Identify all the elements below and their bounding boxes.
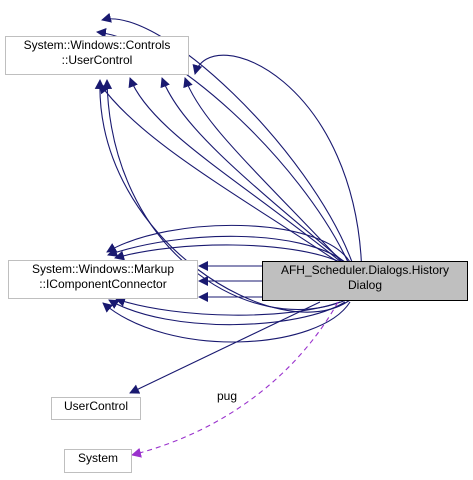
edge-to-usercontrol-full-3	[160, 77, 345, 263]
node-history-dialog[interactable]: AFH_Scheduler.Dialogs.History Dialog	[262, 261, 468, 301]
edge-to-usercontrol-full-7	[192, 54, 363, 281]
edge-to-usercontrol-full-6	[183, 77, 343, 263]
edge-to-connector-4	[106, 224, 351, 263]
edge-label-pug: pug	[217, 389, 238, 403]
node-usercontrol-full-line2: ::UserControl	[61, 53, 133, 67]
edge-to-connector-8	[102, 301, 351, 343]
edge-to-connector-9	[115, 297, 341, 316]
node-system-line1: System	[77, 451, 118, 465]
edge-to-usercontrol	[129, 301, 321, 394]
edge-to-usercontrol-full-2	[101, 12, 353, 263]
node-system[interactable]: System	[64, 449, 132, 473]
node-component-connector-line1: System::Windows::Markup	[31, 262, 175, 276]
edge-pug-to-system	[131, 301, 339, 458]
node-history-dialog-line2: Dialog	[347, 278, 383, 292]
node-history-dialog-line1: AFH_Scheduler.Dialogs.History	[280, 263, 450, 277]
edge-to-connector-6	[114, 244, 341, 263]
edge-to-usercontrol-full-4	[128, 77, 342, 263]
node-usercontrol[interactable]: UserControl	[51, 397, 141, 420]
edges-to-component-connector	[102, 224, 351, 343]
node-usercontrol-full-line1: System::Windows::Controls	[23, 38, 171, 52]
edge-to-connector-7	[108, 299, 346, 326]
node-usercontrol-line1: UserControl	[63, 399, 129, 413]
edge-to-usercontrol-full-5	[99, 83, 339, 263]
node-usercontrol-full[interactable]: System::Windows::Controls ::UserControl	[5, 36, 189, 75]
node-component-connector-line2: ::IComponentConnector	[39, 277, 167, 291]
node-component-connector[interactable]: System::Windows::Markup ::IComponentConn…	[8, 260, 198, 299]
edge-to-connector-5	[107, 235, 346, 263]
